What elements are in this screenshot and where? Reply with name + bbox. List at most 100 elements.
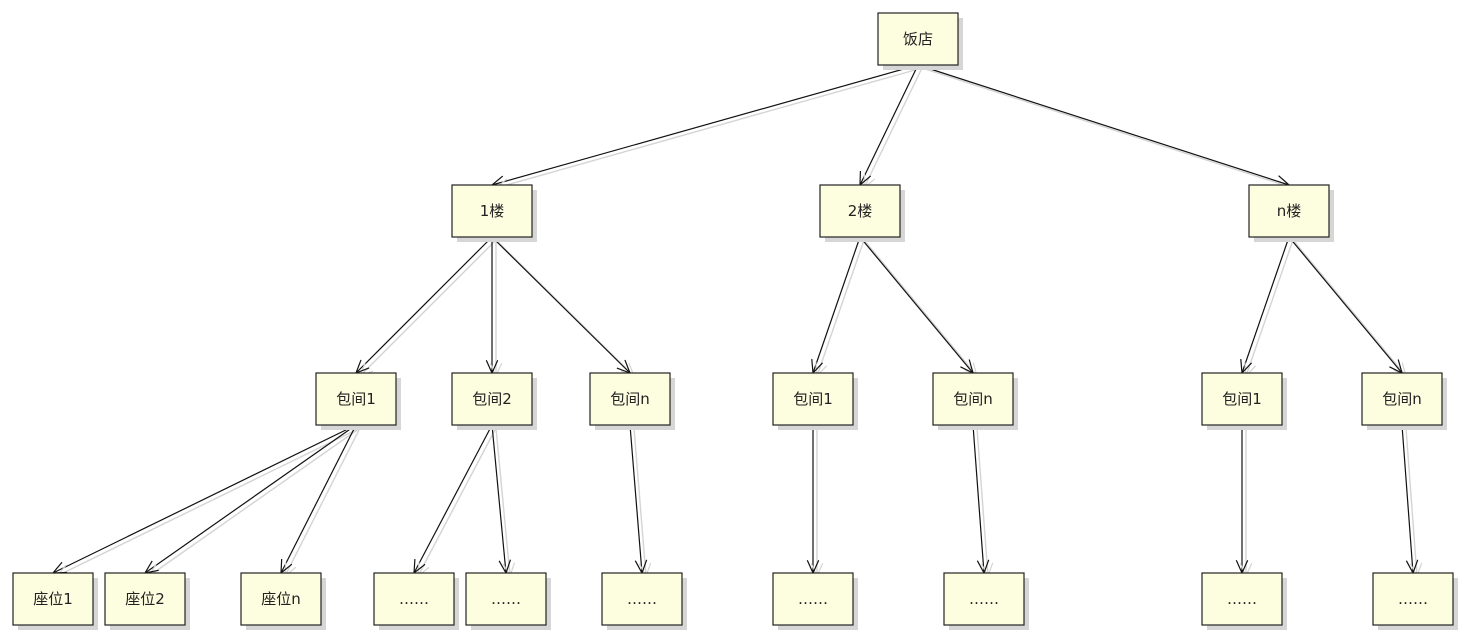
node-root[interactable]: 饭店 [877, 12, 963, 70]
node-label: 包间1 [793, 390, 833, 408]
node-label: …… [1398, 590, 1428, 608]
edge-root-fn [917, 64, 1295, 191]
node-label: …… [399, 590, 429, 608]
node-box [315, 372, 397, 426]
edge-f1-f1r2 [485, 237, 503, 378]
edge-f1r1-s1 [51, 424, 361, 577]
edge-line [355, 236, 493, 374]
edge-line [629, 424, 643, 574]
edge-line [859, 236, 974, 374]
edge-line [1401, 424, 1414, 574]
node-label: 饭店 [903, 30, 933, 48]
node-box [772, 372, 854, 426]
node-f2[interactable]: 2楼 [819, 184, 905, 242]
edge-f1-f1rn [491, 236, 636, 378]
edge-line [859, 64, 919, 186]
node-label: …… [1227, 590, 1257, 608]
node-sn[interactable]: 座位n [240, 572, 326, 630]
edge-f2-f2r1 [811, 236, 865, 378]
edge-f2rn-e5 [972, 424, 994, 578]
node-e7[interactable]: …… [1372, 572, 1458, 630]
node-f2r1[interactable]: 包间1 [772, 372, 858, 430]
node-box [1361, 372, 1443, 426]
node-label: 包间1 [336, 390, 376, 408]
edge-shadow [495, 239, 635, 377]
edge-line [52, 424, 357, 574]
node-label: 包间n [1382, 390, 1422, 408]
edge-line [972, 424, 985, 574]
edge-fnr1-e6 [1235, 425, 1253, 578]
node-label: 包间1 [1222, 390, 1262, 408]
node-label: 包间2 [472, 390, 512, 408]
node-box [943, 572, 1025, 626]
edge-fn-fnr1 [1240, 236, 1294, 378]
edge-shadow [148, 427, 361, 577]
edge-shadow [816, 239, 865, 377]
node-fn[interactable]: n楼 [1248, 184, 1334, 242]
node-box [465, 572, 547, 626]
node-f1[interactable]: 1楼 [451, 184, 537, 242]
edge-shadow [359, 239, 497, 377]
edge-shadow [863, 239, 978, 377]
edge-line [917, 64, 1290, 186]
edge-fn-fnrn [1288, 236, 1407, 378]
node-label: …… [969, 590, 999, 608]
node-f2rn[interactable]: 包间n [932, 372, 1018, 430]
node-box [12, 572, 94, 626]
node-box [373, 572, 455, 626]
node-label: n楼 [1277, 202, 1302, 220]
edge-shadow [1405, 427, 1418, 577]
node-box [240, 572, 322, 626]
node-e6[interactable]: …… [1201, 572, 1287, 630]
node-label: 座位1 [33, 590, 73, 608]
node-label: …… [491, 590, 521, 608]
node-box [819, 184, 901, 238]
edge-line [1241, 236, 1290, 374]
node-label: 1楼 [480, 202, 505, 220]
node-e4[interactable]: …… [772, 572, 858, 630]
node-label: 包间n [610, 390, 650, 408]
edge-line [812, 236, 861, 374]
edge-line [491, 424, 507, 574]
node-s2[interactable]: 座位2 [104, 572, 190, 630]
node-f1r2[interactable]: 包间2 [451, 372, 537, 430]
node-box [932, 372, 1014, 426]
node-s1[interactable]: 座位1 [12, 572, 98, 630]
edge-shadow [1245, 239, 1294, 377]
node-box [104, 572, 186, 626]
node-box [1201, 572, 1283, 626]
edge-f1r2-e1 [413, 424, 497, 578]
node-e3[interactable]: …… [601, 572, 687, 630]
node-label: 包间n [953, 390, 993, 408]
node-fnrn[interactable]: 包间n [1361, 372, 1447, 430]
node-box [877, 12, 959, 66]
node-e2[interactable]: …… [465, 572, 551, 630]
node-box [451, 184, 533, 238]
node-box [1248, 184, 1330, 238]
edge-f1rn-e3 [629, 424, 652, 578]
edge-fnrn-e7 [1401, 424, 1423, 578]
node-e5[interactable]: …… [943, 572, 1029, 630]
node-box [601, 572, 683, 626]
edge-f2-f2rn [859, 236, 978, 378]
edge-root-f1 [490, 64, 923, 191]
edge-shadow [56, 427, 361, 577]
edge-f1r1-s2 [143, 424, 361, 577]
node-box [772, 572, 854, 626]
edges-layer [51, 64, 1423, 578]
node-label: 座位n [261, 590, 301, 608]
edge-f2r1-e4 [806, 425, 824, 578]
node-fnr1[interactable]: 包间1 [1201, 372, 1287, 430]
node-f1r1[interactable]: 包间1 [315, 372, 401, 430]
node-e1[interactable]: …… [373, 572, 459, 630]
edge-shadow [633, 427, 647, 577]
node-label: …… [798, 590, 828, 608]
node-box [1201, 372, 1283, 426]
node-label: 2楼 [848, 202, 873, 220]
node-box [589, 372, 671, 426]
node-f1rn[interactable]: 包间n [589, 372, 675, 430]
edge-shadow [863, 67, 923, 189]
edge-line [491, 64, 919, 186]
edge-line [1288, 236, 1403, 374]
